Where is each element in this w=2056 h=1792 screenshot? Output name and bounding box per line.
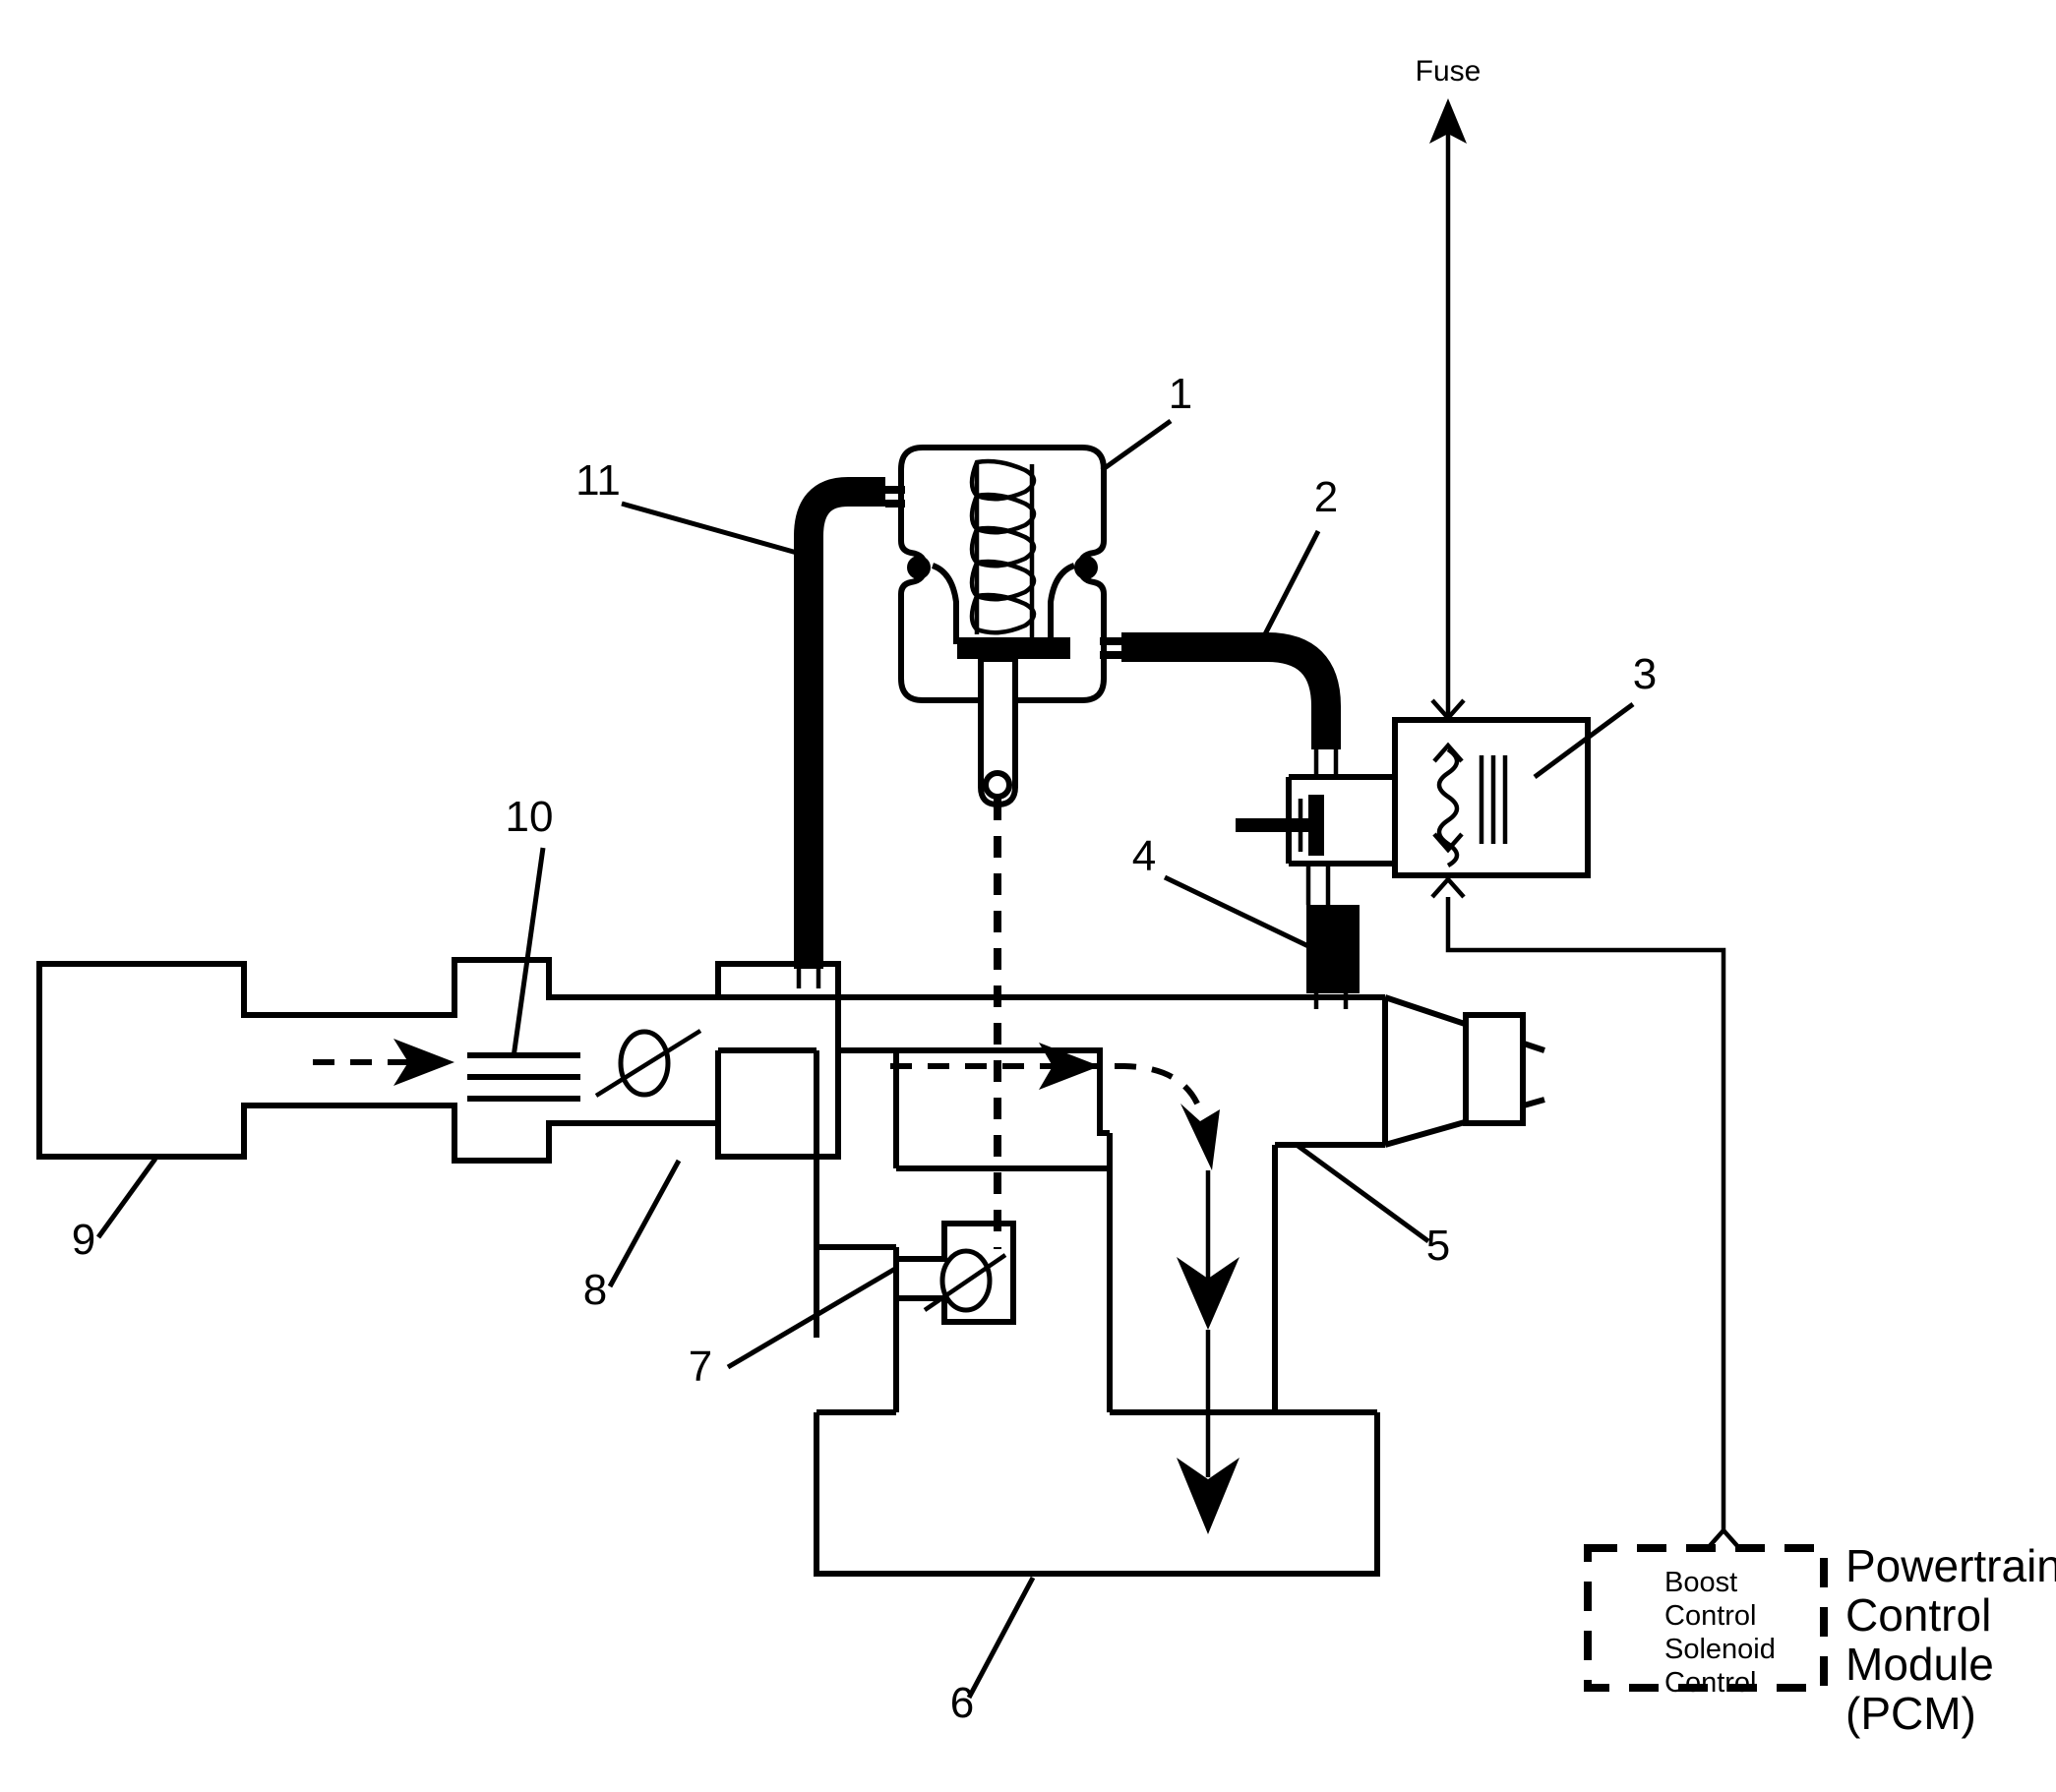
- pcm-label: Powertrain Control Module (PCM): [1845, 1540, 2056, 1739]
- callout-10: 10: [506, 793, 554, 841]
- callout-8: 8: [583, 1266, 607, 1314]
- callout-11: 11: [575, 456, 621, 505]
- pcm-box-line-3: Solenoid: [1664, 1634, 1776, 1665]
- pcm-label-line-4: (PCM): [1845, 1688, 1976, 1739]
- mass-air-flow-sensor: [467, 1052, 580, 1102]
- pcm-box-line-4: Control: [1664, 1667, 1757, 1699]
- callout-7: 7: [689, 1343, 712, 1391]
- callout-2: 2: [1314, 473, 1338, 521]
- intake-airflow-arrow: [313, 1039, 454, 1086]
- pcm-label-line-3: Module: [1845, 1639, 1994, 1690]
- solenoid-pcm-wire: [1445, 897, 1741, 1550]
- boost-pressure-hose: [1121, 632, 1341, 777]
- air-cleaner: [36, 957, 841, 1164]
- callout-5: 5: [1426, 1222, 1450, 1270]
- pcm-box-line-2: Control: [1664, 1600, 1757, 1632]
- actuator-signal-hose: [794, 477, 885, 988]
- exhaust-flow-arrow-bottom: [1177, 1330, 1240, 1534]
- pcm-label-line-2: Control: [1845, 1589, 1991, 1641]
- solenoid-vent-hose: [1306, 905, 1360, 1009]
- boost-control-solenoid: [1392, 698, 1591, 899]
- pcm-box-line-1: Boost: [1664, 1567, 1737, 1598]
- exhaust-flow-arrow-mid: [1177, 1170, 1240, 1330]
- callout-9: 9: [72, 1216, 95, 1264]
- pcm-dashed-box: Boost Control Solenoid Control: [1584, 1544, 1828, 1699]
- actuator-spring: [969, 458, 1037, 639]
- callout-4: 4: [1132, 832, 1156, 880]
- fuse-label: Fuse: [1416, 55, 1482, 88]
- fuse-supply-arrow: [1429, 98, 1467, 718]
- intake-turbo-plumbing: [715, 994, 1545, 1577]
- wastegate-actuator: [885, 445, 1121, 808]
- exhaust-flow-dashed-arrow: [890, 1043, 1220, 1170]
- callout-1: 1: [1169, 370, 1192, 418]
- callout-numbers: 1 2 3 4 5 6 7 8 9 10 11: [72, 370, 1657, 1727]
- pcm-label-line-1: Powertrain: [1845, 1540, 2056, 1591]
- solenoid-valve-body: [1236, 774, 1395, 905]
- callout-leader-lines: [95, 418, 1635, 1700]
- throttle-body: [594, 1029, 702, 1098]
- wastegate-valve: [893, 1221, 1016, 1325]
- callout-3: 3: [1633, 650, 1657, 698]
- callout-6: 6: [950, 1679, 974, 1727]
